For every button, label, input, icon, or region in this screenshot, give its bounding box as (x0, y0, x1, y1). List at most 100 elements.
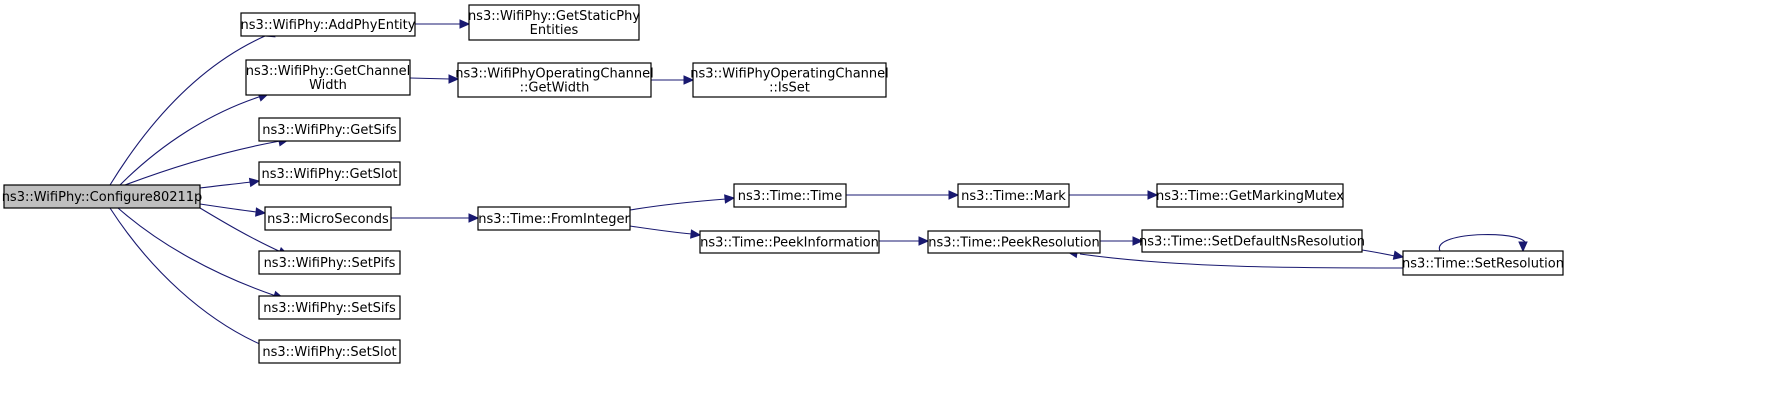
edge-configure-to-setsifs (117, 207, 285, 300)
node-label: ns3::Time::SetDefaultNsResolution (1139, 235, 1365, 250)
node-opgetwidth[interactable]: ns3::WifiPhyOperatingChannel::GetWidth (455, 62, 654, 98)
node-box (240, 12, 416, 37)
arrowhead-icon (1518, 241, 1528, 253)
node-getslot[interactable]: ns3::WifiPhy::GetSlot (258, 161, 401, 186)
node-box (258, 295, 401, 320)
node-box (258, 117, 401, 142)
arrowhead-icon (448, 74, 460, 84)
node-box (699, 230, 880, 254)
node-peekinfo[interactable]: ns3::Time::PeekInformation (699, 230, 880, 254)
node-getsifs[interactable]: ns3::WifiPhy::GetSifs (258, 117, 401, 142)
arrowhead-icon (683, 75, 695, 85)
edge-line (199, 207, 282, 253)
node-label: ns3::Time::SetResolution (1402, 257, 1564, 272)
node-configure[interactable]: ns3::WifiPhy::Configure80211p (2, 184, 203, 209)
node-box (245, 59, 411, 96)
edge-getchw-to-opgetwidth (409, 74, 460, 84)
node-label: ns3::Time::PeekResolution (928, 236, 1099, 251)
edge-mark-to-mutex (1069, 190, 1159, 200)
edge-line (119, 94, 266, 186)
node-mark[interactable]: ns3::Time::Mark (957, 183, 1070, 208)
edge-timetime-to-mark (846, 190, 960, 200)
node-label: ::GetWidth (520, 81, 590, 96)
node-box (457, 62, 652, 98)
node-label: ns3::WifiPhy::AddPhyEntity (241, 18, 416, 33)
node-setslot[interactable]: ns3::WifiPhy::SetSlot (258, 339, 401, 364)
edge-fromint-to-timetime (629, 194, 736, 211)
arrowhead-icon (690, 229, 702, 239)
arrowhead-icon (248, 177, 261, 188)
node-label: ::IsSet (769, 81, 810, 96)
edge-setres-to-setres (1439, 234, 1528, 253)
node-setsifs[interactable]: ns3::WifiPhy::SetSifs (258, 295, 401, 320)
node-label: ns3::WifiPhy::GetChannel (246, 64, 411, 79)
node-label: ns3::WifiPhyOperatingChannel (690, 67, 889, 82)
edge-line (629, 225, 693, 235)
node-setpifs[interactable]: ns3::WifiPhy::SetPifs (258, 250, 401, 275)
edge-line (1079, 253, 1404, 269)
edge-line (409, 77, 451, 80)
edge-line (1361, 249, 1396, 257)
edge-configure-to-getslot (199, 177, 261, 189)
node-box (264, 206, 392, 231)
node-box (468, 4, 640, 41)
node-box (3, 184, 201, 209)
node-fromint[interactable]: ns3::Time::FromInteger (477, 206, 631, 231)
node-box (477, 206, 631, 231)
node-label: ns3::Time::GetMarkingMutex (1156, 189, 1344, 204)
edge-addphy-to-getstatic (415, 19, 471, 29)
arrowhead-icon (459, 19, 471, 29)
node-label: ns3::Time::Time (738, 189, 842, 204)
node-label: Width (309, 78, 347, 93)
arrowhead-icon (918, 236, 930, 246)
node-label: ns3::MicroSeconds (267, 212, 389, 227)
edge-setdef-to-setres (1361, 249, 1405, 260)
node-mutex[interactable]: ns3::Time::GetMarkingMutex (1156, 183, 1344, 208)
edge-line (124, 140, 281, 186)
node-label: ns3::Time::FromInteger (478, 212, 630, 227)
edge-configure-to-setslot (109, 207, 271, 349)
arrowhead-icon (255, 207, 267, 217)
node-setres[interactable]: ns3::Time::SetResolution (1402, 250, 1564, 276)
node-label: ns3::WifiPhy::SetPifs (264, 256, 396, 271)
edge-line (199, 203, 258, 213)
node-box (258, 250, 401, 275)
arrowhead-icon (1132, 236, 1144, 246)
edge-line (109, 207, 263, 346)
node-label: Entities (530, 23, 579, 38)
node-box (692, 62, 887, 98)
node-box (957, 183, 1070, 208)
node-label: ns3::WifiPhy::SetSlot (262, 345, 396, 360)
edge-line (1439, 234, 1526, 252)
edge-opgetwidth-to-opisset (651, 75, 695, 85)
node-peekres[interactable]: ns3::Time::PeekResolution (927, 230, 1101, 254)
node-label: ns3::WifiPhy::GetSifs (262, 123, 397, 138)
node-box (1156, 183, 1344, 208)
node-label: ns3::Time::PeekInformation (700, 236, 879, 251)
node-box (927, 230, 1101, 254)
edge-fromint-to-peekinfo (629, 225, 702, 239)
edge-peekres-to-setdef (1100, 236, 1144, 246)
edge-line (199, 181, 252, 189)
arrowhead-icon (1147, 190, 1159, 200)
edge-configure-to-getchw (119, 92, 270, 186)
edge-line (109, 35, 266, 186)
edge-line (629, 198, 727, 211)
nodes-layer: ns3::WifiPhy::Configure80211pns3::WifiPh… (2, 4, 1564, 364)
edge-configure-to-micro (199, 203, 267, 217)
node-label: ns3::WifiPhyOperatingChannel (455, 67, 654, 82)
edges-layer (109, 19, 1528, 349)
arrowhead-icon (1392, 250, 1405, 260)
node-setdef[interactable]: ns3::Time::SetDefaultNsResolution (1139, 229, 1365, 253)
node-micro[interactable]: ns3::MicroSeconds (264, 206, 392, 231)
node-timetime[interactable]: ns3::Time::Time (733, 183, 847, 208)
node-label: ns3::WifiPhy::GetStaticPhy (468, 9, 640, 24)
node-opisset[interactable]: ns3::WifiPhyOperatingChannel::IsSet (690, 62, 889, 98)
node-addphy[interactable]: ns3::WifiPhy::AddPhyEntity (240, 12, 416, 37)
node-box (1141, 229, 1363, 253)
node-box (258, 161, 401, 186)
edge-peekinfo-to-peekres (879, 236, 930, 246)
